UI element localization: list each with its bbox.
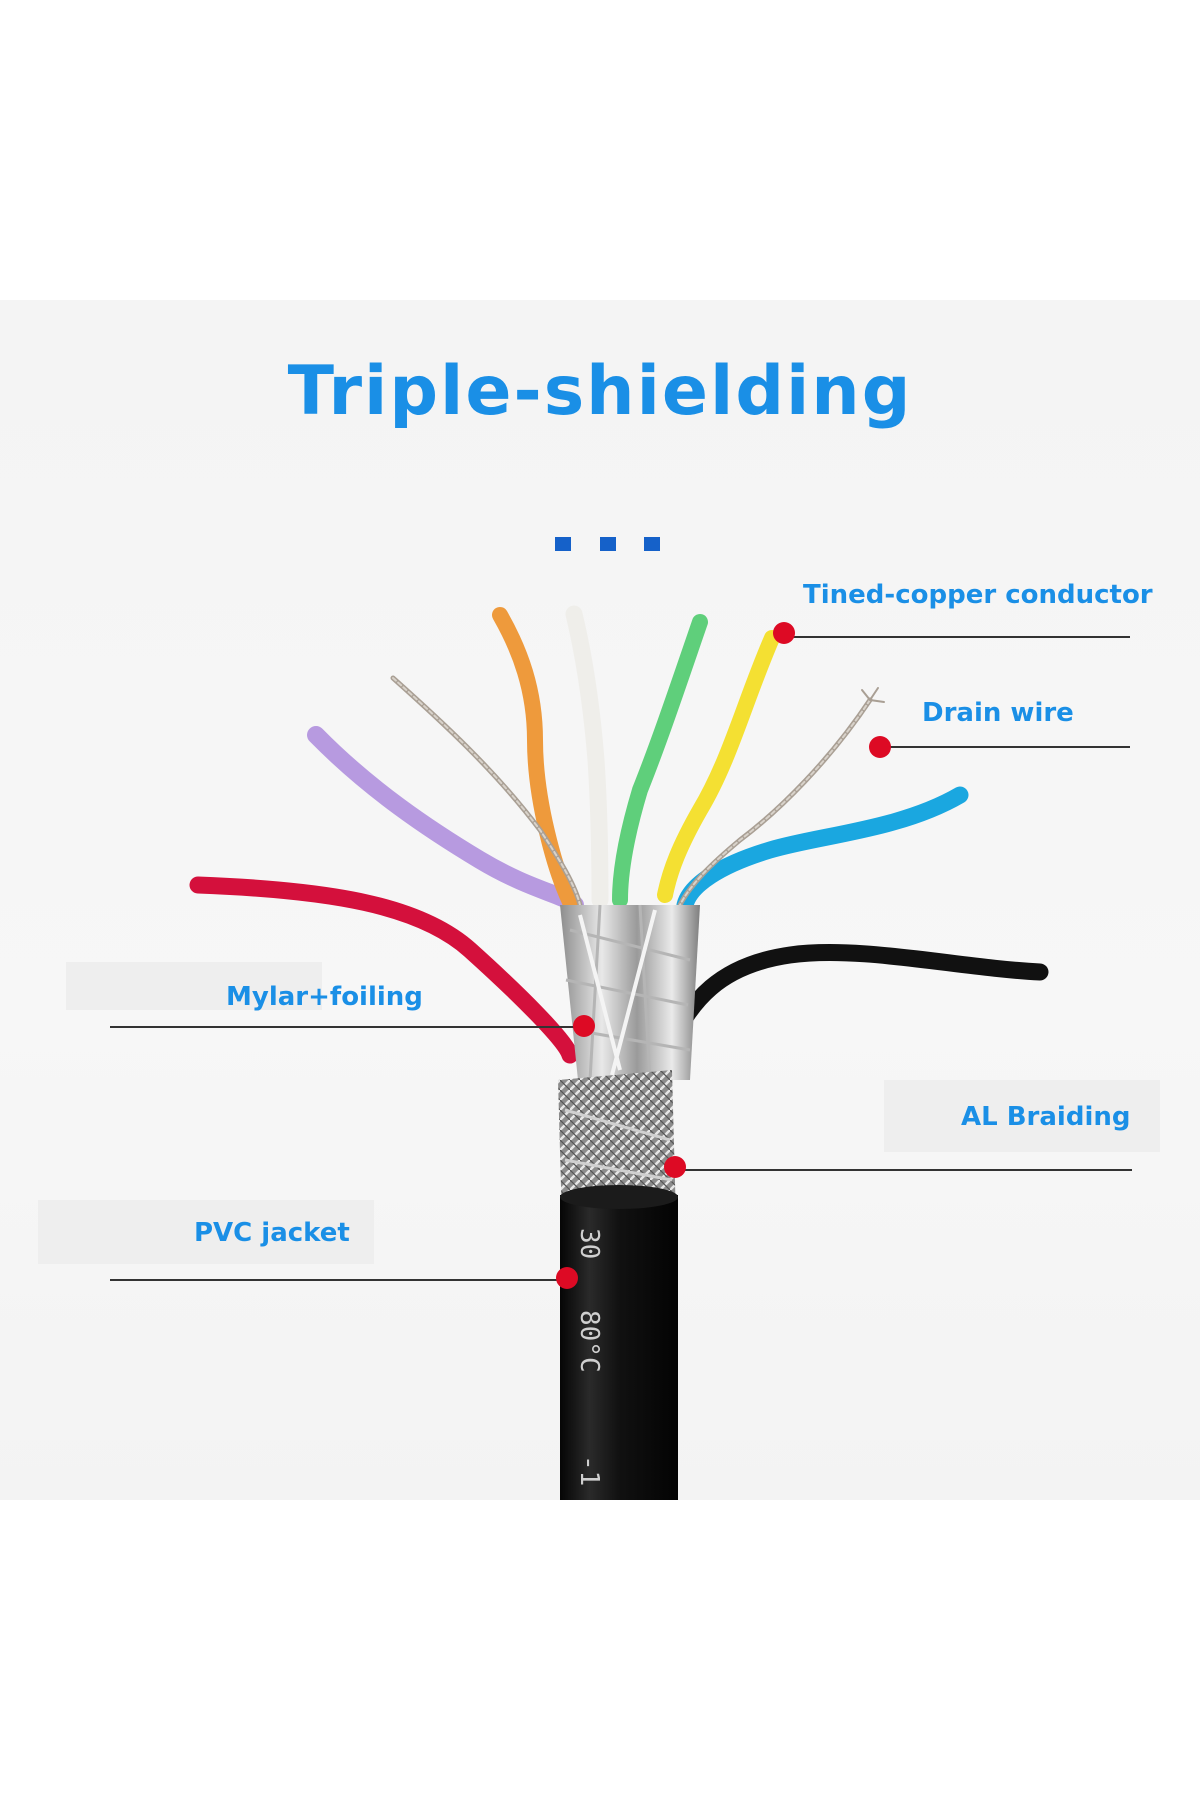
title-dot-2: [600, 537, 616, 551]
label-drain-wire: Drain wire: [922, 698, 1074, 728]
wire-yellow: [657, 630, 780, 903]
pvc-jacket: [560, 1185, 678, 1500]
page-title: Triple-shielding: [287, 352, 913, 431]
wire-white: [565, 605, 609, 909]
title-dot-1: [555, 537, 571, 551]
wire-orange: [492, 607, 578, 910]
jacket-print-suffix: -1: [574, 1455, 604, 1487]
wire-black: [659, 944, 1049, 1059]
wire-purple: [307, 726, 584, 914]
label-al-braiding: AL Braiding: [961, 1102, 1131, 1132]
wire-blue: [676, 786, 969, 914]
drain-marker: [869, 736, 891, 758]
drain-leader-line: [880, 746, 1130, 748]
jacket-print-temp: 80°C: [574, 1310, 604, 1373]
label-pvc-jacket: PVC jacket: [194, 1218, 350, 1248]
insulated-wires: [189, 605, 1049, 1064]
conductor-leader-line: [782, 636, 1130, 638]
label-mylar-foiling: Mylar+foiling: [226, 982, 423, 1012]
mylar-marker: [573, 1015, 595, 1037]
al-braid-shield: [558, 1070, 676, 1222]
label-conductor: Tined-copper conductor: [803, 580, 1153, 610]
mylar-foil-shield: [560, 904, 700, 1081]
jacket-marker: [556, 1267, 578, 1289]
drain-wires: [390, 675, 885, 908]
mylar-leader-line: [110, 1026, 584, 1028]
jacket-print-code: 30: [574, 1228, 604, 1260]
jacket-leader-line: [110, 1279, 570, 1281]
title-dot-3: [644, 537, 660, 551]
braiding-marker: [664, 1156, 686, 1178]
braiding-label-box: [884, 1080, 1160, 1152]
jacket-label-box: [38, 1200, 374, 1264]
braiding-leader-line: [680, 1169, 1132, 1171]
conductor-marker: [773, 622, 795, 644]
wire-green: [612, 614, 708, 908]
mylar-label-box: [66, 962, 322, 1010]
